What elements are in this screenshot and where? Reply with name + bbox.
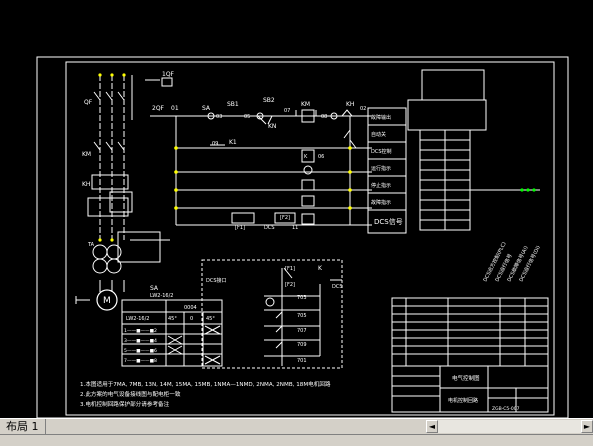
status-bar — [0, 434, 593, 446]
label-km-ctrl: KM — [301, 101, 310, 108]
terminal-block — [407, 69, 540, 231]
func-label-6: 故障指示 — [371, 199, 391, 206]
scroll-right-arrow-icon[interactable]: ► — [581, 420, 593, 433]
title-number: ZGB-C5-007 — [492, 406, 520, 412]
rotated-labels: DCS远方控制(PLC) DCS运行信号 DCS故障信号(AI) DCS运行信号… — [482, 241, 542, 283]
label-n01: 01 — [171, 105, 179, 112]
sa-col-3: 45° — [206, 316, 215, 322]
note-3: 3.电机控制回路保护部分请参考备注 — [80, 400, 170, 408]
tab-layout-1[interactable]: 布局 1 — [0, 419, 46, 434]
title-block — [391, 365, 549, 413]
control-circuit — [145, 77, 372, 226]
power-circuit — [75, 75, 170, 311]
electrical-schematic: QF KM KH M TA 1QF 2QF — [36, 56, 569, 418]
label-k: K — [304, 154, 308, 160]
dcs-node-707: 707 — [297, 328, 307, 334]
label-qf: QF — [84, 99, 93, 106]
label-1qf: 1QF — [162, 71, 175, 78]
label-k1: K1 — [229, 139, 237, 146]
label-sa: SA — [202, 105, 211, 112]
note-1: 1.本图适用于7MA, 7MB, 13N, 14M, 15MA, 15MB, 1… — [80, 380, 331, 388]
sa-model: LW2-16/2 — [150, 293, 173, 299]
drawing-canvas[interactable]: QF KM KH M TA 1QF 2QF — [0, 0, 593, 418]
sa-switch-table — [121, 299, 223, 367]
drawing-frame — [65, 61, 555, 416]
sa-row-1: 1——■——■2 — [124, 328, 157, 334]
sa-header: LW2-16/2 — [126, 316, 149, 322]
terminal-dots — [520, 188, 536, 192]
label-f2: [F2] — [280, 215, 290, 221]
ctrl-node-dots — [174, 146, 352, 210]
label-n02: 02 — [360, 106, 366, 112]
dcs-node-709: 709 — [297, 342, 307, 348]
sa-col-1: 45° — [168, 316, 177, 322]
label-n08: 08 — [321, 114, 327, 120]
title-project: 电气控制图 — [452, 374, 480, 382]
label-kn: KN — [268, 123, 276, 130]
note-2: 2.此方案的电气设备接线图与配电柜一致 — [80, 390, 181, 398]
func-label-5: 停止指示 — [371, 182, 391, 189]
parts-list — [391, 297, 549, 367]
sa-col-2: 0 — [190, 316, 193, 322]
label-n05: 05 — [244, 114, 250, 120]
label-n07: 07 — [284, 108, 290, 114]
title-drawing: 电机控制回路 — [448, 397, 478, 404]
scroll-left-arrow-icon[interactable]: ◄ — [426, 420, 438, 433]
dcs-box-title: DCS接口 — [206, 277, 227, 284]
label-km-power: KM — [82, 151, 91, 158]
label-ta: TA — [87, 242, 95, 248]
label-sb2: SB2 — [263, 97, 275, 104]
power-gnd-dots — [98, 73, 126, 242]
sa-row-4: 7——■——■8 — [124, 358, 157, 364]
dcs-node-703: 703 — [297, 295, 307, 301]
func-label-7: DCS信号 — [374, 217, 403, 226]
dcs-interface-box — [201, 259, 343, 369]
sa-col-head: 0004 — [184, 305, 197, 311]
label-n03: 03 — [216, 114, 222, 120]
label-sb1: SB1 — [227, 101, 239, 108]
sa-title: SA — [150, 285, 159, 292]
label-kh-power: KH — [82, 181, 90, 188]
func-label-3: DCS控制 — [371, 148, 392, 155]
label-n09: 09 — [212, 141, 218, 147]
func-label-2: 自动关 — [371, 131, 386, 138]
dcs-node-701: 701 — [297, 358, 307, 364]
label-n11: 11 — [292, 225, 298, 231]
label-2qf: 2QF — [152, 105, 165, 112]
horizontal-scrollbar[interactable]: ◄ ► — [426, 420, 593, 433]
func-label-1: 故障输出 — [371, 114, 391, 121]
function-column — [367, 107, 407, 234]
label-kh-ctrl: KH — [346, 101, 354, 108]
sheet-border — [36, 56, 569, 418]
dcs-box-k: K — [318, 265, 323, 272]
dcs-node-705: 705 — [297, 313, 307, 319]
label-n06: 06 — [318, 154, 324, 160]
sa-row-3: 5——■——■6 — [124, 348, 157, 354]
label-f1: [F1] — [235, 225, 245, 231]
dcs-box-dcs: DCS — [332, 284, 343, 290]
sa-row-2: 3——■——■4 — [124, 338, 157, 344]
func-label-4: 运行指示 — [371, 165, 391, 172]
label-motor: M — [103, 296, 111, 306]
layout-tab-bar: 布局 1 ◄ ► — [0, 418, 593, 434]
label-dcs-ctrl: DCS — [264, 225, 275, 231]
dcs-box-f1: [F1] — [285, 266, 295, 272]
dcs-box-f2: [F2] — [285, 282, 295, 288]
